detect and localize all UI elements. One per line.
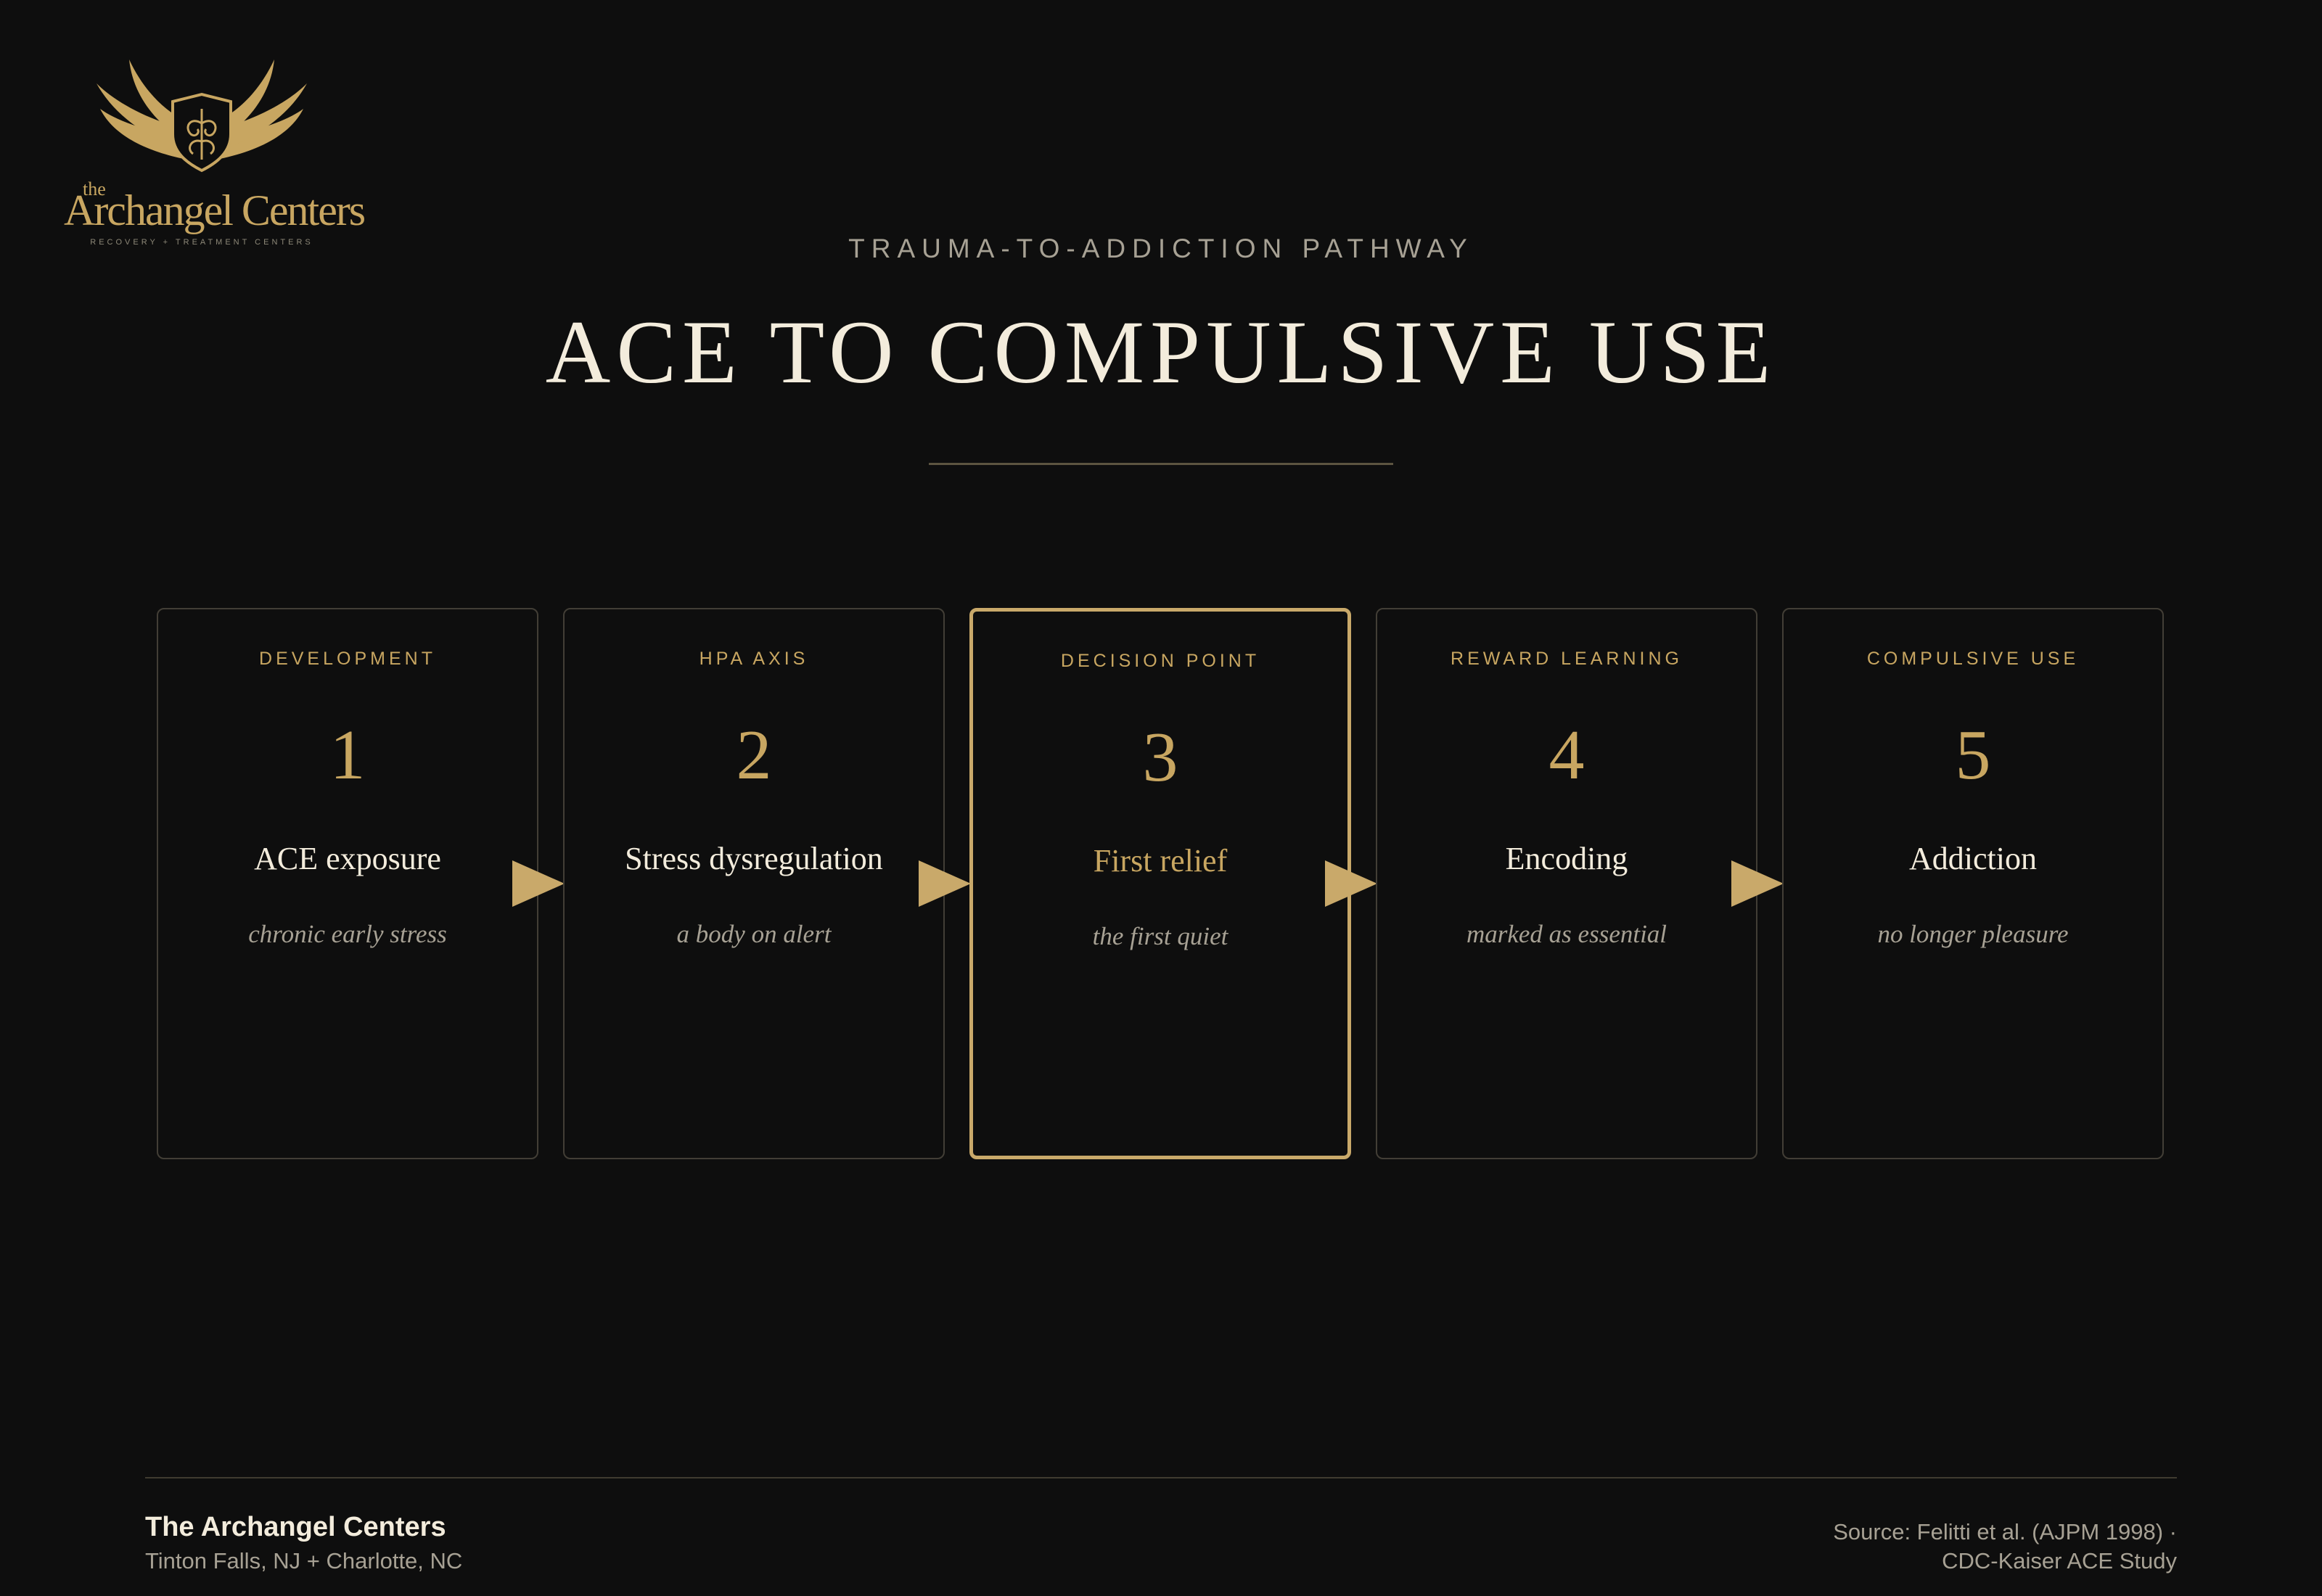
step-card-hpa-axis: HPA AXIS 2 Stress dysregulation a body o… [563,608,945,1159]
winged-shield-icon [97,59,307,173]
flow-arrow-icon [1731,860,1784,907]
step-number: 4 [1548,716,1585,794]
step-number: 5 [1955,716,1991,794]
step-label: HPA AXIS [699,649,809,669]
footer-org-name: The Archangel Centers [145,1512,446,1542]
step-title: Encoding [1505,841,1628,876]
footer-divider [145,1477,2177,1478]
step-title: Addiction [1909,841,2037,876]
title-divider [929,463,1393,465]
page-title: ACE TO COMPULSIVE USE [545,303,1777,402]
footer-locations: Tinton Falls, NJ + Charlotte, NC [145,1548,463,1574]
source-line-2: CDC-Kaiser ACE Study [1942,1548,2177,1574]
step-label: DECISION POINT [1060,651,1260,671]
archangel-logo: the Archangel Centers RECOVERY + TREATME… [64,51,366,254]
step-label: REWARD LEARNING [1451,649,1683,669]
logo-the: the [83,178,106,200]
step-subtitle: marked as essential [1466,920,1667,948]
step-number: 3 [1142,718,1178,797]
step-title: ACE exposure [254,841,441,876]
flow-arrow-icon [512,860,565,907]
logo-wordmark: Archangel Centers [64,186,366,234]
step-number: 1 [329,716,366,794]
step-card-decision-point: DECISION POINT 3 First relief the first … [969,608,1351,1159]
step-card-reward-learning: REWARD LEARNING 4 Encoding marked as ess… [1376,608,1757,1159]
step-subtitle: a body on alert [676,920,832,948]
step-label: COMPULSIVE USE [1866,649,2080,669]
step-title: Stress dysregulation [625,841,883,876]
step-card-compulsive-use: COMPULSIVE USE 5 Addiction no longer ple… [1782,608,2164,1159]
flow-arrow-icon [919,860,971,907]
step-label: DEVELOPMENT [259,649,436,669]
source-line-1: Source: Felitti et al. (AJPM 1998) · [1833,1519,2177,1544]
footer-source: Source: Felitti et al. (AJPM 1998) · CDC… [1833,1518,2177,1576]
step-number: 2 [736,716,772,794]
step-subtitle: chronic early stress [248,920,447,948]
logo-tagline: RECOVERY + TREATMENT CENTERS [90,238,313,247]
page-kicker: TRAUMA-TO-ADDICTION PATHWAY [848,234,1474,263]
step-subtitle: the first quiet [1092,922,1228,950]
step-card-development: DEVELOPMENT 1 ACE exposure chronic early… [157,608,538,1159]
step-title: First relief [1093,843,1228,879]
flow-arrow-icon [1325,860,1377,907]
step-subtitle: no longer pleasure [1877,920,2069,948]
